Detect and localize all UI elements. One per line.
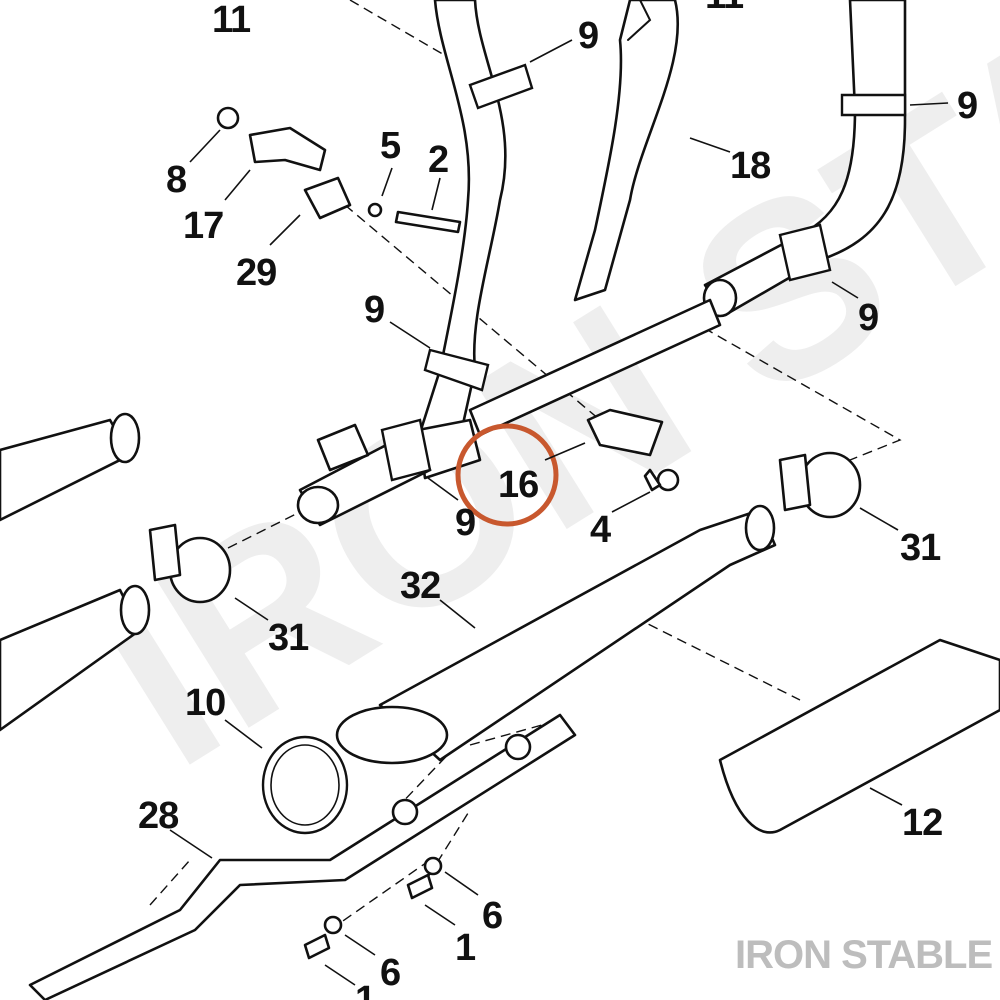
crossover-tube (468, 298, 722, 437)
callout-9b: 9 (957, 85, 977, 127)
callout-11a: 11 (212, 0, 251, 41)
callout-8: 8 (166, 159, 186, 201)
callout-32: 32 (400, 565, 440, 607)
muffler-clamp-right (778, 451, 862, 519)
left-muffler-upper (0, 412, 141, 522)
callout-17: 17 (183, 205, 223, 247)
bracket-hardware (216, 106, 462, 234)
heat-shield-18 (573, 0, 680, 302)
callout-9d: 9 (858, 297, 878, 339)
callout-2: 2 (428, 139, 448, 181)
callout-31b: 31 (900, 527, 941, 569)
callout-9a: 9 (578, 15, 598, 57)
callout-6a: 6 (482, 895, 502, 937)
hose-clamps (380, 63, 907, 482)
clamp-ring-10 (261, 735, 349, 835)
heat-shield-12 (718, 638, 1000, 834)
callout-28: 28 (138, 795, 178, 837)
callout-1a: 1 (455, 927, 476, 969)
muffler-32 (335, 504, 777, 765)
callout-10: 10 (185, 682, 225, 724)
callout-18: 18 (730, 145, 770, 187)
leader-lines (169, 39, 949, 986)
callout-9e: 9 (455, 502, 475, 544)
mount-bracket-28 (28, 713, 577, 1000)
callout-9c: 9 (364, 289, 384, 331)
callout-11b: 11 (705, 0, 744, 17)
callout-labels: 11 11 9 9 18 5 2 8 17 29 9 9 16 9 4 31 3… (138, 0, 978, 1000)
callout-4: 4 (590, 509, 611, 551)
callout-6b: 6 (380, 952, 400, 994)
bracket-16 (586, 408, 664, 457)
bolts-and-washers (303, 856, 443, 960)
highlight-ring (455, 423, 559, 527)
callout-5: 5 (380, 125, 401, 167)
callout-29: 29 (236, 252, 276, 294)
screw-4 (643, 468, 680, 492)
left-muffler-lower (0, 584, 151, 732)
brand-text: IRON STABLE (735, 933, 992, 977)
callout-31a: 31 (268, 617, 309, 659)
callout-12: 12 (902, 802, 942, 844)
callout-16: 16 (498, 464, 538, 506)
muffler-clamp-left (148, 523, 232, 604)
callout-1b: 1 (355, 979, 376, 1000)
